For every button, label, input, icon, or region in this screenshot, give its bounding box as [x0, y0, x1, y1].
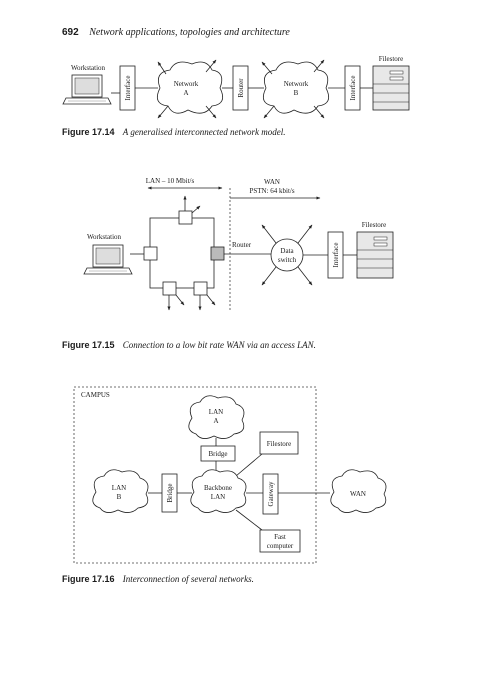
lan-node-bottom-1 [162, 281, 177, 296]
router-node [210, 246, 225, 261]
workstation-label: Workstation [71, 64, 106, 72]
figure-17-15-number: Figure 17.15 [62, 340, 115, 350]
gateway-label: Gateway [267, 481, 275, 506]
page-header: 692 Network applications, topologies and… [62, 27, 290, 38]
figure-17-16-caption: Figure 17.16 Interconnection of several … [62, 574, 254, 584]
workstation-label: Workstation [87, 233, 122, 241]
interface-label: Interface [332, 243, 340, 268]
network-b-cloud [262, 61, 330, 114]
bridge-left-label: Bridge [166, 483, 174, 502]
lan-b-cloud [92, 469, 149, 513]
interface-right-label: Interface [349, 76, 357, 101]
network-a-cloud [156, 61, 224, 114]
lan-label: LAN – 10 Mbit/s [146, 177, 195, 185]
lan-node-top [178, 210, 193, 225]
backbone-lan-cloud [190, 469, 247, 513]
running-title: Network applications, topologies and arc… [89, 27, 290, 38]
campus-label: CAMPUS [81, 391, 110, 399]
lan-node-left [143, 246, 158, 261]
filestore-label: Filestore [379, 55, 404, 63]
bridge-top-label: Bridge [208, 450, 227, 458]
network-b-label-2: B [294, 89, 299, 97]
network-a-label-2: A [183, 89, 188, 97]
filestore-label: Filestore [267, 440, 292, 448]
filestore-icon [356, 231, 394, 279]
fast-computer-box [259, 529, 301, 553]
lan-b-label-2: B [117, 493, 122, 501]
lan-node-bottom-2 [193, 281, 208, 296]
filestore-icon [372, 65, 410, 111]
wan-label: WAN [350, 490, 366, 498]
page-number: 692 [62, 27, 79, 38]
data-switch-label-1: Data [280, 247, 294, 255]
router-label: Router [237, 78, 245, 98]
wan-cloud [330, 469, 387, 513]
fast-computer-label-2: computer [267, 542, 294, 550]
figure-17-16: CAMPUS LAN A Bridge Filestore LAN B Brid… [73, 386, 387, 564]
filestore-label: Filestore [362, 221, 387, 229]
workstation-icon [62, 74, 112, 105]
wan-label-1: WAN [264, 178, 280, 186]
bridge-top-box [200, 445, 236, 462]
figure-17-15-text: Connection to a low bit rate WAN via an … [122, 340, 316, 350]
figure-17-15: LAN – 10 Mbit/s WAN PSTN: 64 kbit/s Rout… [83, 177, 394, 312]
data-switch-label-2: switch [278, 256, 297, 264]
lan-ring [149, 217, 215, 289]
router-label: Router [232, 241, 252, 249]
gateway-box [262, 473, 279, 515]
network-a-label-1: Network [174, 80, 199, 88]
campus-boundary [73, 386, 317, 564]
filestore-box [259, 431, 299, 455]
figure-17-16-number: Figure 17.16 [62, 574, 115, 584]
backbone-label-2: LAN [211, 493, 225, 501]
data-switch-circle [270, 238, 304, 272]
lan-a-cloud [188, 395, 245, 439]
fast-computer-label-1: Fast [274, 533, 286, 541]
figure-17-15-caption: Figure 17.15 Connection to a low bit rat… [62, 340, 316, 350]
figure-17-14-text: A generalised interconnected network mod… [122, 127, 286, 137]
backbone-label-1: Backbone [204, 484, 232, 492]
workstation-icon [83, 244, 133, 275]
lan-a-label-2: A [213, 417, 218, 425]
figure-17-16-text: Interconnection of several networks. [122, 574, 254, 584]
wan-label-2: PSTN: 64 kbit/s [249, 187, 294, 195]
network-b-label-1: Network [284, 80, 309, 88]
figure-17-14-number: Figure 17.14 [62, 127, 115, 137]
figure-17-14-caption: Figure 17.14 A generalised interconnecte… [62, 127, 286, 137]
figure-17-14: Workstation Interface Network A Router N… [62, 55, 410, 119]
lan-b-label-1: LAN [112, 484, 126, 492]
interface-left-label: Interface [124, 76, 132, 101]
lan-a-label-1: LAN [209, 408, 223, 416]
